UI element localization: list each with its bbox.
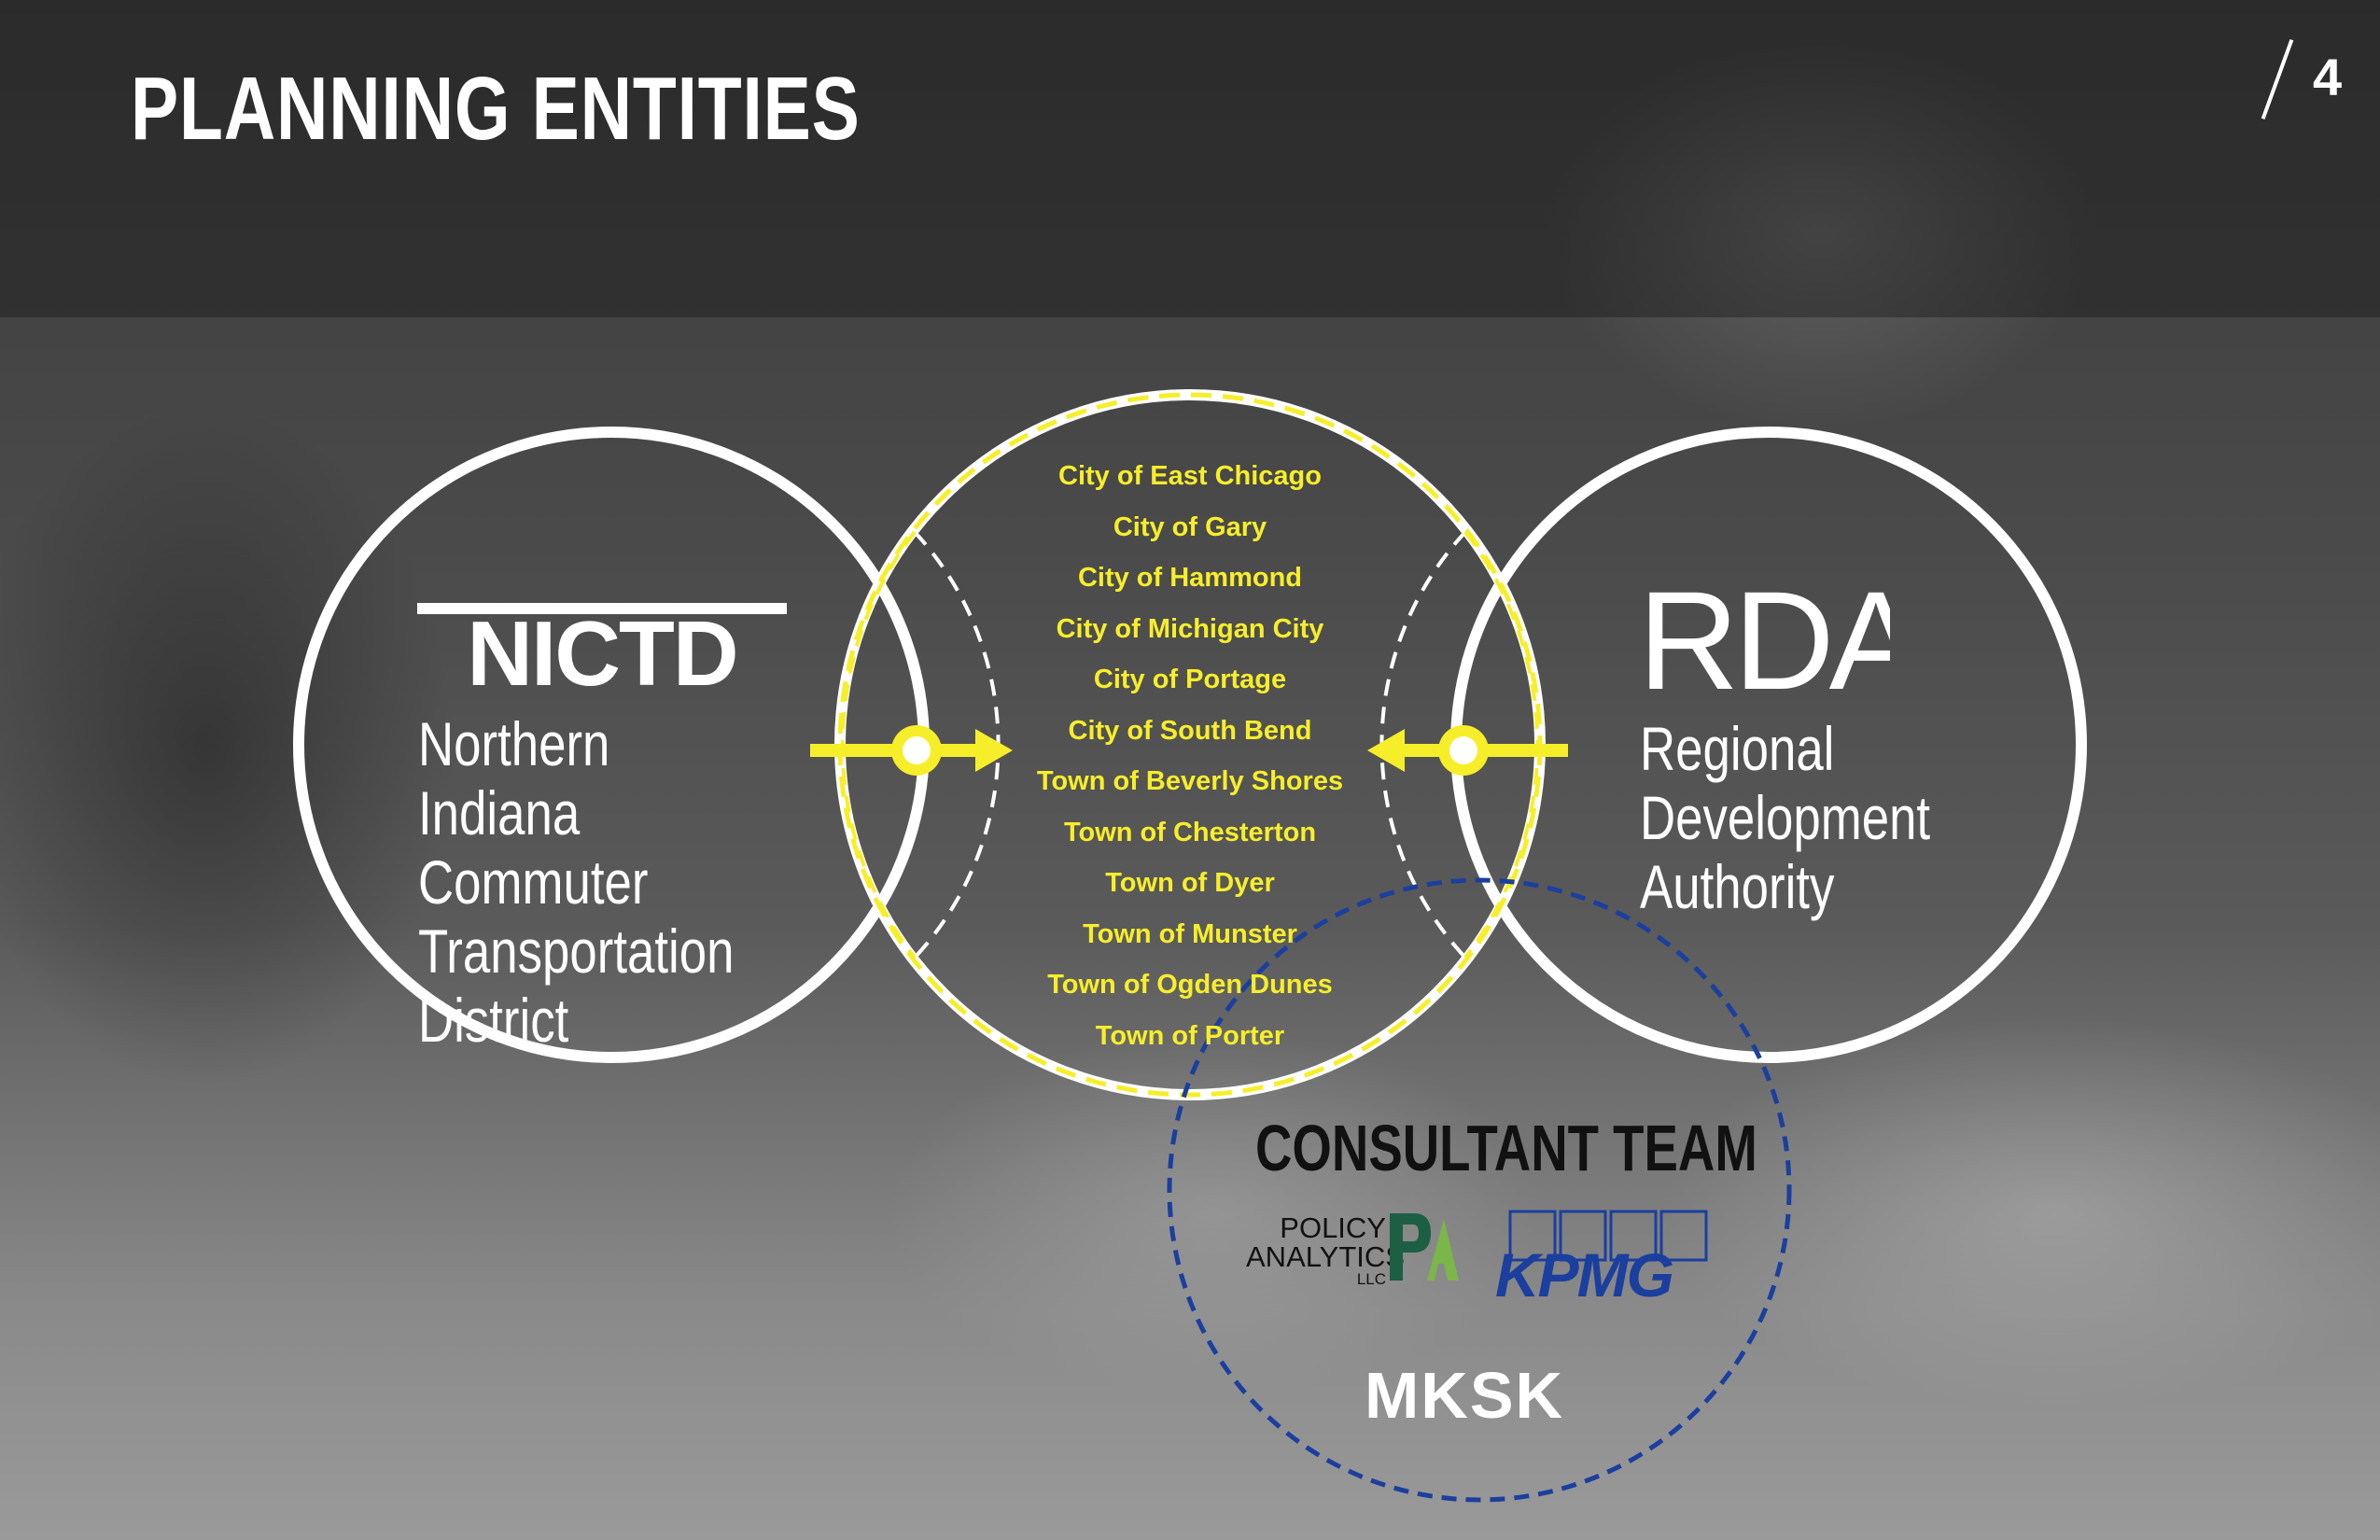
nictd-name-line: Commuter — [418, 847, 762, 917]
consultant-team-title: CONSULTANT TEAM — [1255, 1111, 1757, 1185]
community-item: Town of Porter — [1003, 1017, 1377, 1055]
rda-name-line: Regional — [1640, 714, 1939, 783]
community-item: Town of Munster — [1003, 916, 1377, 953]
nictd-name-line: Northern Indiana — [418, 709, 762, 847]
nictd-name-line: Transportation — [418, 917, 762, 986]
community-item: City of South Bend — [1003, 712, 1377, 749]
community-item: Town of Chesterton — [1003, 814, 1377, 851]
policy-analytics-line1: POLICY — [1246, 1213, 1386, 1242]
policy-analytics-line2: ANALYTICS — [1246, 1242, 1386, 1271]
rda-name: Regional Development Authority — [1640, 714, 1939, 921]
nictd-name-line: District — [418, 986, 762, 1055]
community-item: Town of Dyer — [1003, 864, 1377, 902]
policy-analytics-line3: LLC — [1246, 1271, 1386, 1287]
rda-name-line: Authority — [1640, 852, 1939, 921]
rda-logo: RDA — [1638, 579, 1890, 700]
mksk-logo: MKSK — [1365, 1358, 1564, 1433]
nictd-logo-text: NICTD — [467, 602, 736, 691]
nictd-logo: NICTD — [415, 597, 789, 691]
community-item: Town of Beverly Shores — [1003, 763, 1377, 800]
policy-analytics-mark-icon — [1386, 1211, 1461, 1282]
nictd-name: Northern Indiana Commuter Transportation… — [418, 709, 762, 1055]
kpmg-text: KPMG — [1495, 1239, 1673, 1310]
community-item: City of Portage — [1003, 661, 1377, 698]
community-item: Town of Ogden Dunes — [1003, 966, 1377, 1003]
rda-name-line: Development — [1640, 783, 1939, 852]
community-item: City of Michigan City — [1003, 610, 1377, 648]
rda-logo-text: RDA — [1638, 579, 1890, 700]
community-item: City of Hammond — [1003, 559, 1377, 596]
community-item: City of East Chicago — [1003, 457, 1377, 495]
community-item: City of Gary — [1003, 509, 1377, 546]
